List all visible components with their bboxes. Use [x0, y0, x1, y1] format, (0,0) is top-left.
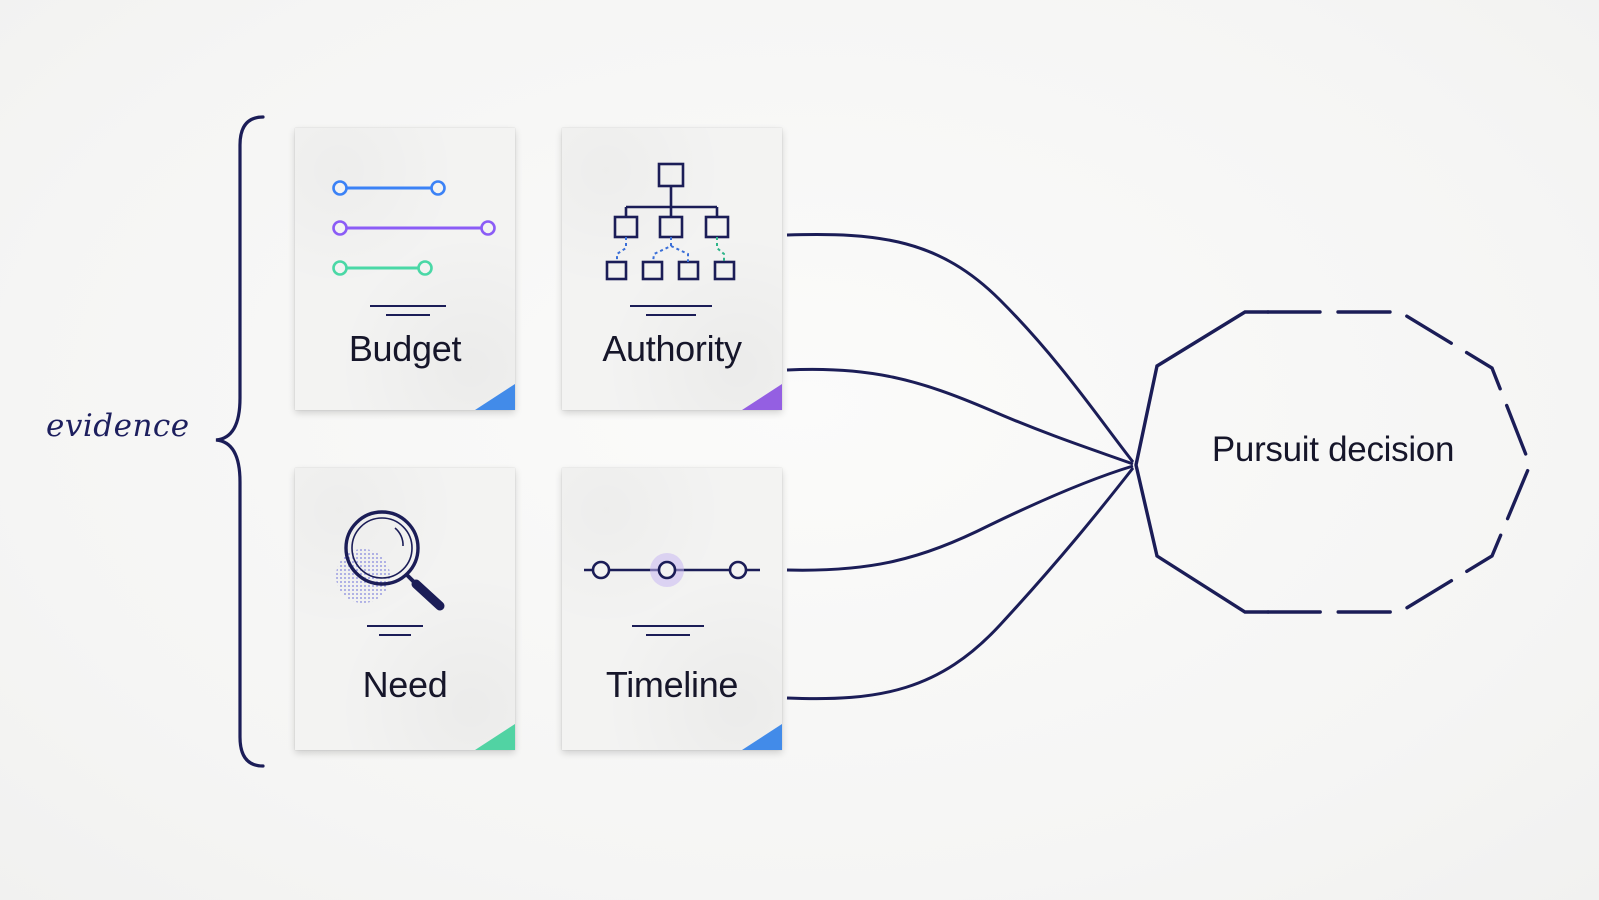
connector-authority-bottom	[786, 367, 1134, 466]
connector-timeline-top	[786, 464, 1134, 572]
card-timeline-corner	[742, 724, 782, 750]
org-chart-icon	[605, 162, 736, 316]
card-authority-corner	[742, 384, 782, 410]
connector-timeline-bottom	[786, 467, 1135, 701]
connector-authority-top	[786, 232, 1135, 463]
sliders-icon	[332, 180, 496, 316]
magnifier-icon	[336, 510, 445, 636]
card-authority: Authority	[562, 128, 782, 410]
card-budget-label: Budget	[348, 328, 462, 369]
timeline-icon	[584, 553, 760, 636]
card-authority-label: Authority	[602, 328, 742, 369]
card-need-corner	[475, 724, 515, 750]
decision-label: Pursuit decision	[1211, 430, 1455, 469]
card-budget: Budget	[295, 128, 515, 410]
card-need-label: Need	[362, 664, 448, 705]
card-need: Need	[295, 468, 515, 750]
evidence-label: evidence	[46, 408, 190, 444]
card-budget-corner	[475, 384, 515, 410]
decision-octagon	[1134, 310, 1532, 614]
card-timeline: Timeline	[562, 468, 782, 750]
card-timeline-label: Timeline	[605, 664, 739, 705]
evidence-bracket	[215, 115, 265, 768]
